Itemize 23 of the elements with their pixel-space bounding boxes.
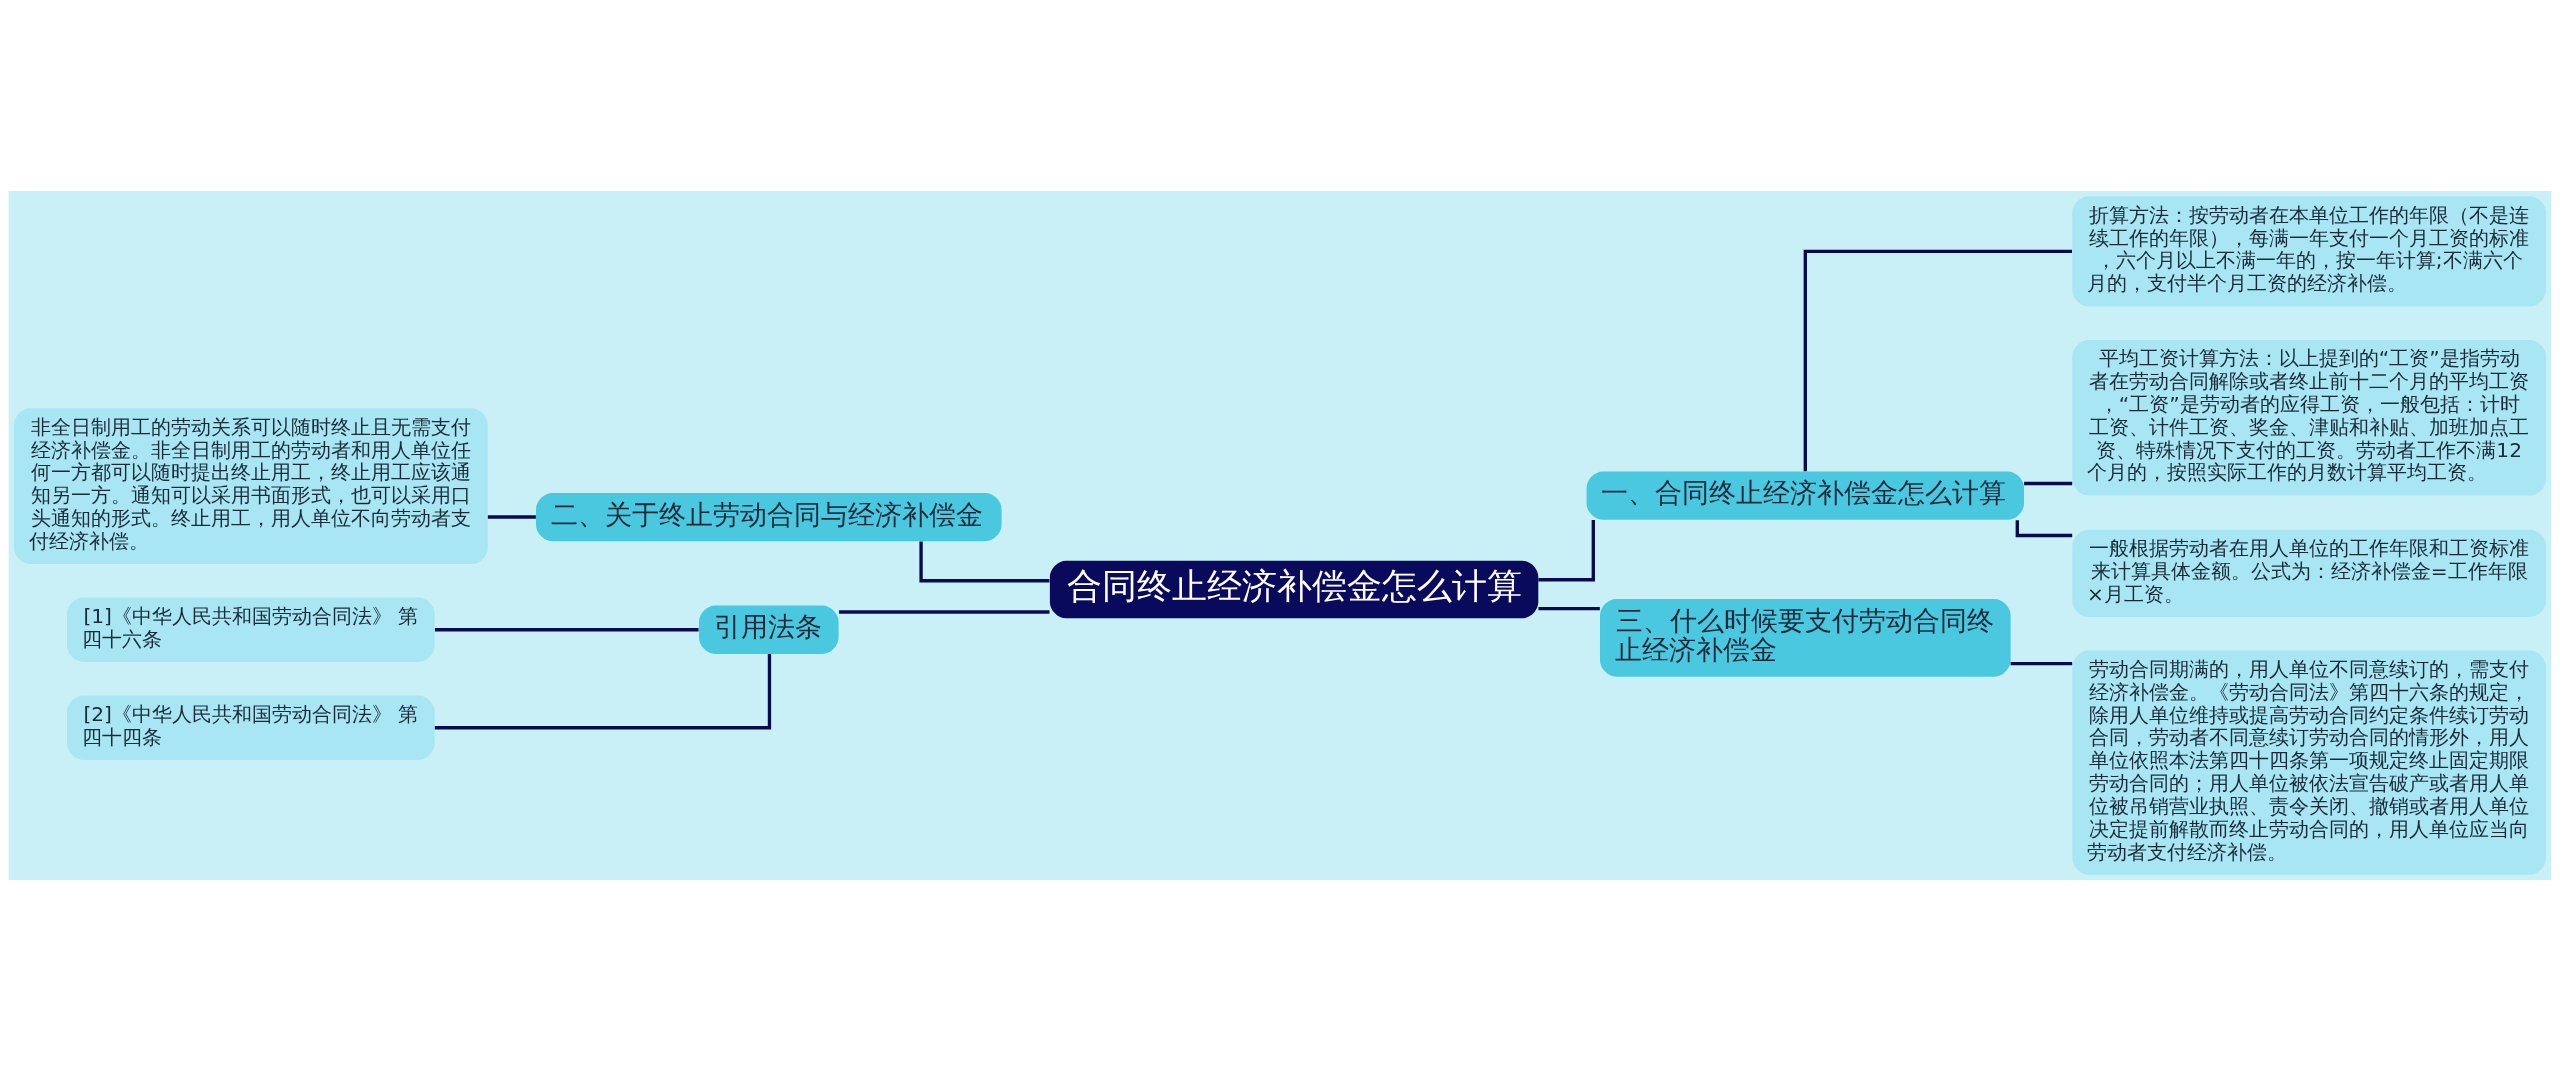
connector <box>1538 519 1595 582</box>
node-box: 引用法条 <box>699 605 839 654</box>
node-box: 非全日制用工的劳动关系可以随时终止且无需支付经济补偿金。非全日制用工的劳动者和用人单位任何一方都可以随时提出终止用工，终止用工应该通知另一方。通知可以采用书面形式，也可以采用口头通知的形式。终止用工，用人单位不向劳动者支付经济补偿。 <box>14 408 488 564</box>
node-box: 折算方法：按劳动者在本单位工作的年限（不是连续工作的年限），每满一年支付一个月工资的标准，六个月以上不满一年的，按一年计算;不满六个月的，支付半个月工资的经济补偿。 <box>2072 196 2546 307</box>
connector <box>2010 661 2073 666</box>
connector <box>1538 606 1600 611</box>
connector <box>2024 481 2073 486</box>
node-box: 平均工资计算方法：以上提到的“工资”是指劳动者在劳动合同解除或者终止前十二个月的平均工资，“工资”是劳动者的应得工资，一般包括：计时工资、计件工资、奖金、津贴和补贴、加班加点工资、特殊情况下支付的工资。劳动者工作不满12个月的，按照实际工作的月数计算平均工资。 <box>2072 339 2546 496</box>
node-box: [1]《中华人民共和国劳动合同法》 第四十六条 <box>67 597 435 662</box>
node-box: 一般根据劳动者在用人单位的工作年限和工资标准来计算具体金额。公式为：经济补偿金=工作年限×月工资。 <box>2072 529 2546 617</box>
node-box: 二、关于终止劳动合同与经济补偿金 <box>536 492 1002 542</box>
connector <box>434 628 699 632</box>
connector <box>1803 249 2072 472</box>
node-box: [2]《中华人民共和国劳动合同法》 第四十四条 <box>67 695 435 760</box>
connector <box>839 610 1050 614</box>
node-box: 劳动合同期满的，用人单位不同意续订的，需支付经济补偿金。《劳动合同法》第四十六条的规定，除用人单位维持或提高劳动合同约定条件续订劳动合同，劳动者不同意续订劳动合同的情形外，用人单位依照本法第四十四条第一项规定终止固定期限劳动合同的；用人单位被依法宣告破产或者用人单位被吊销营业执照、责令关闭、撤销或者用人单位决定提前解散而终止劳动合同的，用人单位应当向劳动者支付经济补偿。 <box>2072 650 2546 875</box>
node-box: 一、合同终止经济补偿金怎么计算 <box>1586 471 2024 520</box>
connector <box>434 653 772 730</box>
connector <box>919 541 1050 583</box>
node-box: 合同终止经济补偿金怎么计算 <box>1049 560 1539 619</box>
connector <box>2015 520 2073 538</box>
connector <box>487 515 536 519</box>
node-box: 三、什么时候要支付劳动合同终止经济补偿金 <box>1600 598 2011 677</box>
